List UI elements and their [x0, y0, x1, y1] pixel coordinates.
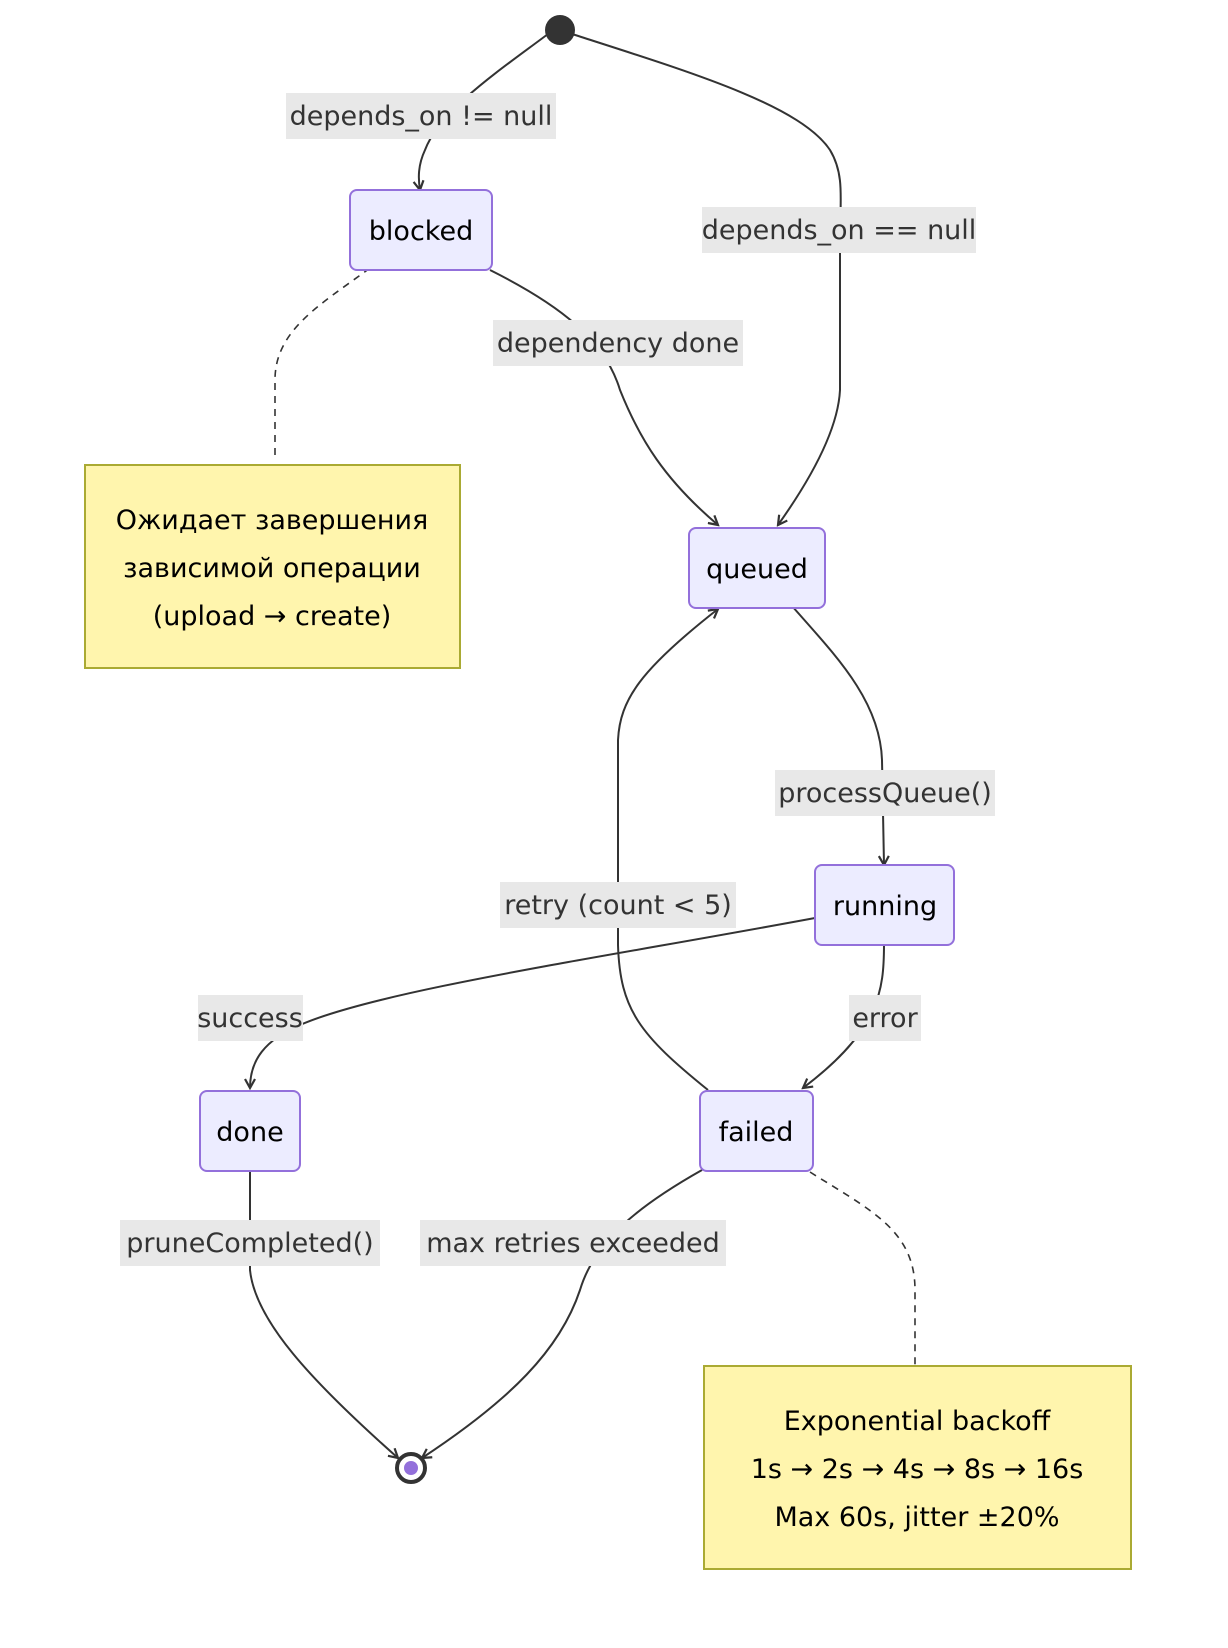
svg-text:1s → 2s → 4s → 8s → 16s: 1s → 2s → 4s → 8s → 16s: [751, 1454, 1084, 1485]
note-link-failed: [809, 1171, 916, 1365]
svg-text:Exponential backoff: Exponential backoff: [784, 1406, 1052, 1437]
svg-text:dependency done: dependency done: [497, 328, 739, 359]
edge-start-to-queued: [571, 33, 842, 525]
svg-text:retry (count < 5): retry (count < 5): [504, 890, 732, 921]
svg-text:depends_on != null: depends_on != null: [290, 101, 553, 132]
edge-failed-to-queued: [617, 609, 718, 1091]
end-node: [395, 1452, 427, 1484]
svg-text:queued: queued: [706, 554, 808, 585]
svg-text:(upload → create): (upload → create): [153, 601, 392, 632]
note-link-blocked: [274, 267, 371, 460]
svg-text:done: done: [216, 1117, 283, 1148]
label-depends-not-null: depends_on != null: [286, 93, 556, 139]
svg-text:processQueue(): processQueue(): [778, 778, 992, 809]
label-retry: retry (count < 5): [500, 882, 736, 928]
edge-done-to-end: [249, 1172, 398, 1458]
svg-text:max retries exceeded: max retries exceeded: [426, 1228, 720, 1259]
svg-text:error: error: [852, 1003, 918, 1034]
label-error: error: [849, 995, 921, 1041]
svg-text:failed: failed: [719, 1117, 794, 1148]
svg-text:зависимой операции: зависимой операции: [123, 553, 421, 584]
label-prune-completed: pruneCompleted(): [120, 1220, 380, 1266]
state-failed: failed: [699, 1090, 814, 1172]
svg-text:pruneCompleted(): pruneCompleted(): [126, 1228, 373, 1259]
state-blocked: blocked: [349, 189, 493, 271]
label-success: success: [197, 995, 303, 1041]
edge-blocked-to-queued: [489, 269, 718, 525]
svg-text:blocked: blocked: [369, 216, 473, 247]
label-depends-null: depends_on == null: [702, 207, 977, 253]
label-process-queue: processQueue(): [775, 770, 995, 816]
label-dependency-done: dependency done: [493, 320, 743, 366]
note-blocked: Ожидает завершения зависимой операции (u…: [84, 464, 461, 669]
svg-text:running: running: [833, 891, 937, 922]
note-failed: Exponential backoff 1s → 2s → 4s → 8s → …: [703, 1365, 1132, 1570]
label-max-retries: max retries exceeded: [420, 1220, 726, 1266]
svg-text:Max 60s, jitter ±20%: Max 60s, jitter ±20%: [774, 1502, 1059, 1533]
svg-text:depends_on == null: depends_on == null: [702, 215, 977, 246]
edge-failed-to-end: [422, 1169, 703, 1458]
svg-text:success: success: [197, 1003, 303, 1034]
start-node: [545, 15, 575, 45]
edge-running-to-done: [250, 917, 816, 1088]
state-running: running: [814, 864, 955, 946]
state-queued: queued: [688, 527, 826, 609]
state-done: done: [199, 1090, 301, 1172]
edge-queued-to-running: [791, 605, 884, 865]
svg-text:Ожидает завершения: Ожидает завершения: [116, 505, 429, 536]
